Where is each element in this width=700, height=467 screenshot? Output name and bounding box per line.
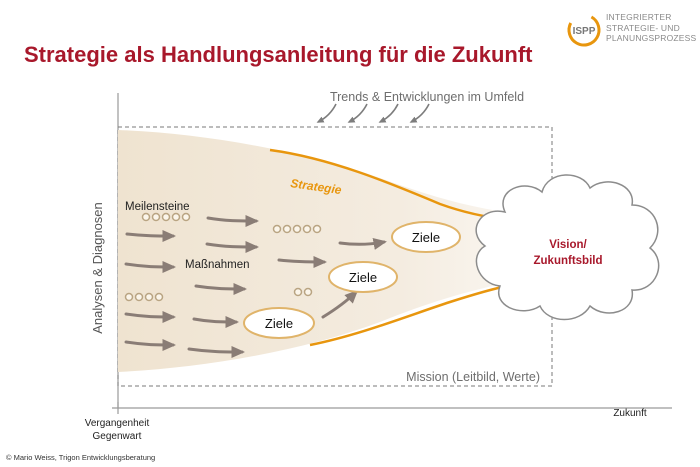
goal-ellipse-2 [328,261,398,293]
milestones-label: Meilensteine [125,201,190,213]
action-arrow [125,229,176,242]
strategy-funnel-shape [118,130,520,372]
action-arrow [206,214,259,227]
action-arrow [192,315,239,328]
trend-arrow [378,103,399,123]
milestone-dot [181,212,191,222]
x-axis-left-label: Vergangenheit [85,418,150,429]
milestone-dot [303,287,313,297]
x-axis-left-label-line-2: Gegenwart [93,431,142,442]
action-arrow [124,310,176,323]
action-arrow [277,255,327,268]
action-arrow [187,345,245,358]
action-arrow [321,289,359,319]
trend-arrow [409,103,430,123]
ispp-badge-icon: ISPP [567,13,601,47]
milestone-dot [292,224,302,234]
milestone-dot [134,292,144,302]
measures-label: Maßnahmen [185,259,250,271]
action-arrow [194,282,247,295]
milestone-dot [293,287,303,297]
goal-ellipse-3 [243,307,315,339]
milestone-dot [282,224,292,234]
y-axis-label: Analysen & Diagnosen [90,202,105,334]
copyright-footer: © Mario Weiss, Trigon Entwicklungsberatu… [6,453,156,462]
logo-line-1: INTEGRIERTER [606,12,672,22]
action-arrow [205,240,259,253]
goal-label-2: Ziele [349,270,377,285]
milestone-dot [151,212,161,222]
logo-line-3: PLANUNGSPROZESS [606,33,697,43]
action-arrow [124,338,176,351]
milestone-dot [171,212,181,222]
ispp-logo: ISPP INTEGRIERTER STRATEGIE- UND PLANUNG… [566,10,696,50]
trends-label: Trends & Entwicklungen im Umfeld [330,90,524,104]
goal-label-3: Ziele [265,316,293,331]
vision-label-line-2: Zukunftsbild [534,255,603,267]
vision-label: Vision/ [549,239,587,251]
logo-line-2: STRATEGIE- UND [606,22,680,33]
trend-arrow [347,103,368,123]
trend-arrow [316,103,337,123]
milestone-dot [141,212,151,222]
action-arrow [338,238,387,250]
logo-text: INTEGRIERTER STRATEGIE- UND PLANUNGSPROZ… [606,12,696,44]
goal-label-1: Ziele [412,230,440,245]
page-title: Strategie als Handlungsanleitung für die… [24,42,533,67]
milestone-dot [161,212,171,222]
mission-label: Mission (Leitbild, Werte) [406,370,540,384]
strategy-lower-line [309,283,513,347]
x-axis-right-label: Zukunft [613,408,647,419]
goal-ellipse-1 [391,221,461,253]
action-arrow [124,260,176,273]
milestone-dot [124,292,134,302]
milestone-dot [272,224,282,234]
milestone-dot [154,292,164,302]
logo-badge-text: ISPP [573,26,596,37]
milestone-dot [312,224,322,234]
milestone-dot [144,292,154,302]
milestone-dot [302,224,312,234]
vision-cloud [475,174,660,321]
